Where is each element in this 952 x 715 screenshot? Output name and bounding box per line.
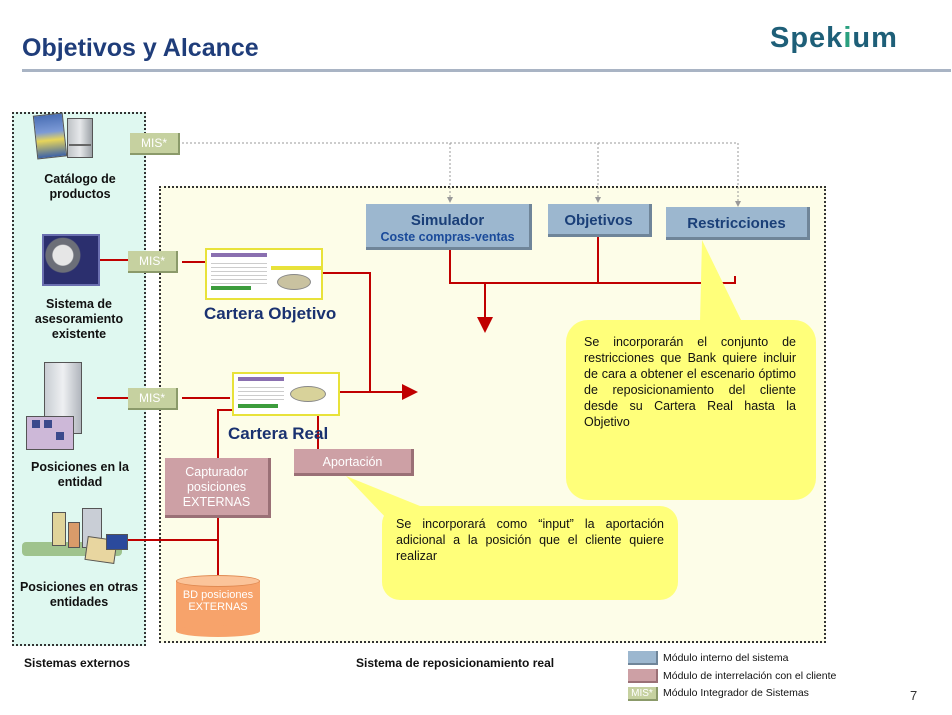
system-footer: Sistema de reposicionamiento real <box>356 656 555 670</box>
mis-badge-catalogo: MIS* <box>130 133 180 155</box>
legend-label-client: Módulo de interrelación con el cliente <box>663 670 837 682</box>
restricciones-module: Restricciones <box>666 207 810 240</box>
capturador-module: Capturador posiciones EXTERNAS <box>165 458 271 518</box>
cartera-objetivo-thumbnail <box>205 248 323 300</box>
cartera-real-thumbnail <box>232 372 340 416</box>
server-icon <box>26 362 98 452</box>
objetivos-module: Objetivos <box>548 204 652 237</box>
legend-label-mis: Módulo Integrador de Sistemas <box>663 687 809 699</box>
page-number: 7 <box>910 688 918 703</box>
aportacion-callout: Se incorporará como “input” la aportació… <box>382 506 678 600</box>
legend-swatch-client <box>628 669 658 683</box>
database-label: BD posiciones EXTERNAS <box>182 589 254 613</box>
posiciones-entidad-label: Posiciones en la entidad <box>31 460 129 489</box>
company-logo: Spekium <box>770 22 898 55</box>
sistema-label: Sistema de asesoramiento existente <box>34 297 124 341</box>
link-modules <box>449 237 736 284</box>
link-capturador-real <box>217 409 232 465</box>
catalog-icon <box>32 112 97 162</box>
logo-text-i: i <box>843 22 853 54</box>
mis-badge-posiciones: MIS* <box>128 388 178 410</box>
simulador-title: Simulador <box>410 212 485 229</box>
database-icon <box>176 575 260 637</box>
title-divider <box>22 69 951 72</box>
posiciones-otras-label: Posiciones en otras entidades <box>19 580 139 609</box>
cartera-objetivo-label: Cartera Objetivo <box>204 304 337 323</box>
city-icon <box>22 508 130 574</box>
external-systems-footer: Sistemas externos <box>24 656 131 670</box>
legend-swatch-internal <box>628 651 658 665</box>
logo-text-end: um <box>852 22 898 54</box>
aportacion-callout-text: Se incorporará como “input” la aportació… <box>396 517 664 563</box>
cartera-real-label: Cartera Real <box>228 424 329 443</box>
simulador-subtitle: Coste compras-ventas <box>380 230 515 244</box>
legend-swatch-mis: MIS* <box>628 687 658 701</box>
gears-icon <box>42 234 100 286</box>
aportacion-module: Aportación <box>294 449 414 476</box>
legend-label-internal: Módulo interno del sistema <box>663 652 789 664</box>
restricciones-callout: Se incorporarán el conjunto de restricci… <box>566 320 816 500</box>
mis-badge-sistema: MIS* <box>128 251 178 273</box>
catalog-label: Catálogo de productos <box>44 172 116 201</box>
simulador-module: Simulador Coste compras-ventas <box>366 204 532 250</box>
page-title: Objetivos y Alcance <box>22 34 259 62</box>
logo-text-start: Spek <box>770 22 844 54</box>
link-objetivo-out <box>318 272 371 392</box>
restricciones-callout-text: Se incorporarán el conjunto de restricci… <box>584 335 796 429</box>
